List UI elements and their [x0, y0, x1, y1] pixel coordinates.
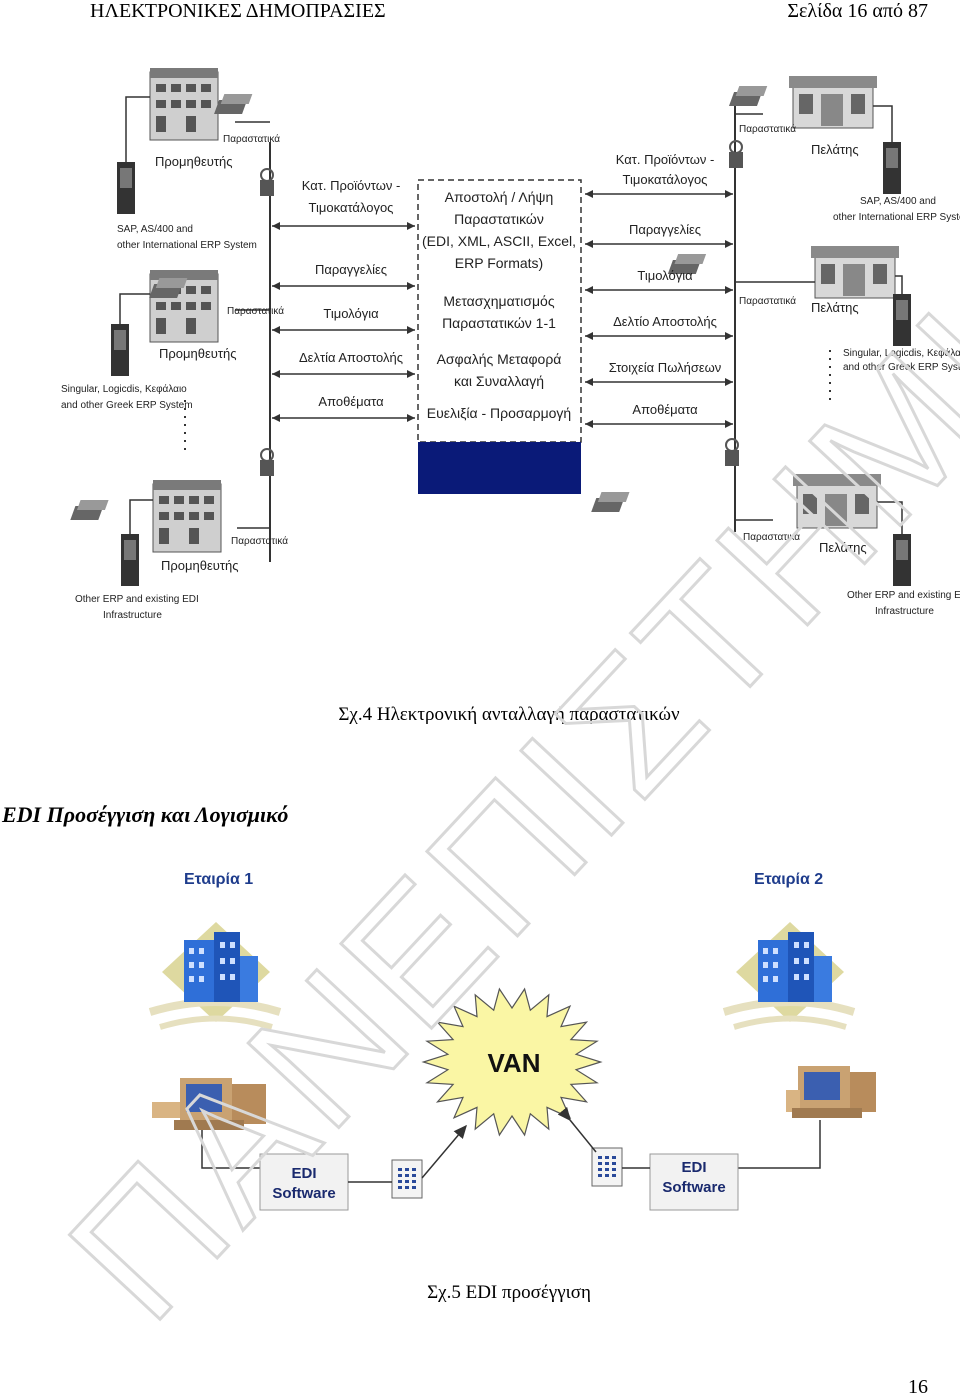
left-node-system: Singular, Logicdis, Κεφάλαιο — [61, 383, 187, 395]
right-flow-arrow — [585, 190, 733, 198]
right-node-1 — [728, 76, 901, 194]
edi-document-icon-left — [391, 1159, 423, 1199]
center-line: Παραστατικών 1-1 — [442, 315, 556, 331]
center-line: Αποστολή / Λήψη — [445, 189, 554, 205]
left-node-system: other International ERP System — [117, 240, 257, 251]
right-node-system: Other ERP and existing EDI — [847, 590, 960, 601]
right-node-system: and other Greek ERP System — [843, 362, 960, 373]
left-flow-label: Δελτία Αποστολής — [299, 350, 403, 365]
right-node-system: Singular, Logicdis, Κεφάλαιο — [843, 347, 960, 359]
svg-text:Software: Software — [662, 1179, 725, 1196]
left-node-doc: Παραστατικά — [223, 133, 280, 145]
center-line: Μετασχηματισμός — [443, 293, 554, 309]
company1-label: Εταιρία 1 — [184, 871, 253, 888]
left-flow-label: Παραγγελίες — [315, 262, 387, 277]
company1-building-icon — [148, 922, 282, 1030]
center-line: Παραστατικών — [454, 211, 544, 227]
right-node-3 — [591, 474, 911, 586]
left-node-system: and other Greek ERP System — [61, 400, 193, 411]
center-line: (EDI, XML, ASCII, Excel, — [422, 233, 576, 249]
left-node-system: Infrastructure — [103, 610, 162, 621]
left-node-1 — [117, 68, 274, 214]
right-node-label: Πελάτης — [811, 142, 859, 157]
company2-computer-icon — [786, 1066, 876, 1118]
left-node-doc: Παραστατικά — [227, 305, 284, 317]
right-flow-arrow — [585, 286, 733, 294]
left-flow-arrow — [272, 370, 415, 378]
center-line: ERP Formats) — [455, 255, 543, 271]
right-flow-arrows: Κατ. Προϊόντων - ΤιμοκατάλογοςΠαραγγελίες… — [585, 152, 733, 428]
right-node-doc: Παραστατικά — [743, 531, 800, 543]
left-flow-label: Κατ. Προϊόντων - — [302, 178, 401, 193]
van-label: VAN — [488, 1048, 541, 1078]
left-node-label: Προμηθευτής — [155, 154, 233, 169]
right-node-system: Infrastructure — [875, 606, 934, 617]
left-flow-label: Τιμοκατάλογος — [309, 200, 394, 215]
figure-edi-approach: Εταιρία 1 Εταιρία 2 — [140, 852, 880, 1272]
left-node-3 — [70, 480, 270, 586]
svg-text:EDI: EDI — [291, 1165, 316, 1182]
right-node-label: Πελάτης — [819, 540, 867, 555]
right-flow-arrow — [585, 378, 733, 386]
edi-software-box-right: EDI Software — [649, 1153, 739, 1211]
right-node-doc: Παραστατικά — [739, 295, 796, 307]
right-flow-label: Τιμοκατάλογος — [623, 172, 708, 187]
page-info: Σελίδα 16 από 87 — [787, 0, 928, 22]
right-node-label: Πελάτης — [811, 300, 859, 315]
company1-computer-icon — [152, 1078, 266, 1130]
center-line: και Συναλλαγή — [454, 373, 544, 389]
left-node-2 — [111, 270, 274, 476]
svg-text:Software: Software — [272, 1185, 335, 1202]
center-hub-base — [418, 442, 581, 494]
document-title: ΗΛΕΚΤΡΟΝΙΚΕΣ ΔΗΜΟΠΡΑΣΙΕΣ — [90, 0, 386, 22]
figure4-caption: Σχ.4 Ηλεκτρονική ανταλλαγή παραστατικών — [338, 704, 680, 725]
center-hub-box — [417, 179, 582, 443]
left-flow-arrow — [272, 222, 415, 230]
right-flow-label: Δελτίο Αποστολής — [613, 314, 717, 329]
right-node-system: SAP, AS/400 and — [860, 196, 936, 207]
left-flow-arrows: Κατ. Προϊόντων - ΤιμοκατάλογοςΠαραγγελίες… — [272, 178, 415, 422]
left-node-label: Προμηθευτής — [161, 558, 239, 573]
right-node-system: other International ERP System — [833, 212, 960, 223]
company2-label: Εταιρία 2 — [754, 871, 823, 888]
left-flow-label: Τιμολόγια — [323, 306, 379, 321]
section-heading: EDI Προσέγγιση και Λογισμικό — [2, 802, 289, 827]
right-flow-arrow — [585, 420, 733, 428]
right-flow-label: Κατ. Προϊόντων - — [616, 152, 715, 167]
right-flow-label: Αποθέματα — [632, 402, 698, 417]
right-flow-label: Τιμολόγια — [637, 268, 693, 283]
right-node-2 — [667, 246, 911, 466]
left-flow-arrow — [272, 282, 415, 290]
left-node-system: SAP, AS/400 and — [117, 224, 193, 235]
left-node-label: Προμηθευτής — [159, 346, 237, 361]
right-flow-label: Στοιχεία Πωλήσεων — [609, 360, 722, 375]
right-flow-arrow — [585, 332, 733, 340]
figure5-caption: Σχ.5 EDI προσέγγιση — [427, 1282, 591, 1303]
right-flow-label: Παραγγελίες — [629, 222, 701, 237]
company2-building-icon — [722, 922, 856, 1030]
van-network-star: VAN — [421, 987, 603, 1137]
left-flow-label: Αποθέματα — [318, 394, 384, 409]
right-flow-arrow — [585, 240, 733, 248]
center-line: Ασφαλής Μεταφορά — [437, 351, 562, 367]
right-node-doc: Παραστατικά — [739, 123, 796, 135]
left-flow-arrow — [272, 326, 415, 334]
edi-software-box-left: EDI Software — [259, 1153, 349, 1211]
edi-document-icon-right — [591, 1147, 623, 1187]
svg-text:EDI: EDI — [681, 1159, 706, 1176]
page-number: 16 — [908, 1376, 928, 1397]
center-line: Ευελιξία - Προσαρμογή — [427, 405, 571, 421]
left-flow-arrow — [272, 414, 415, 422]
left-node-system: Other ERP and existing EDI — [75, 594, 199, 605]
left-node-doc: Παραστατικά — [231, 535, 288, 547]
